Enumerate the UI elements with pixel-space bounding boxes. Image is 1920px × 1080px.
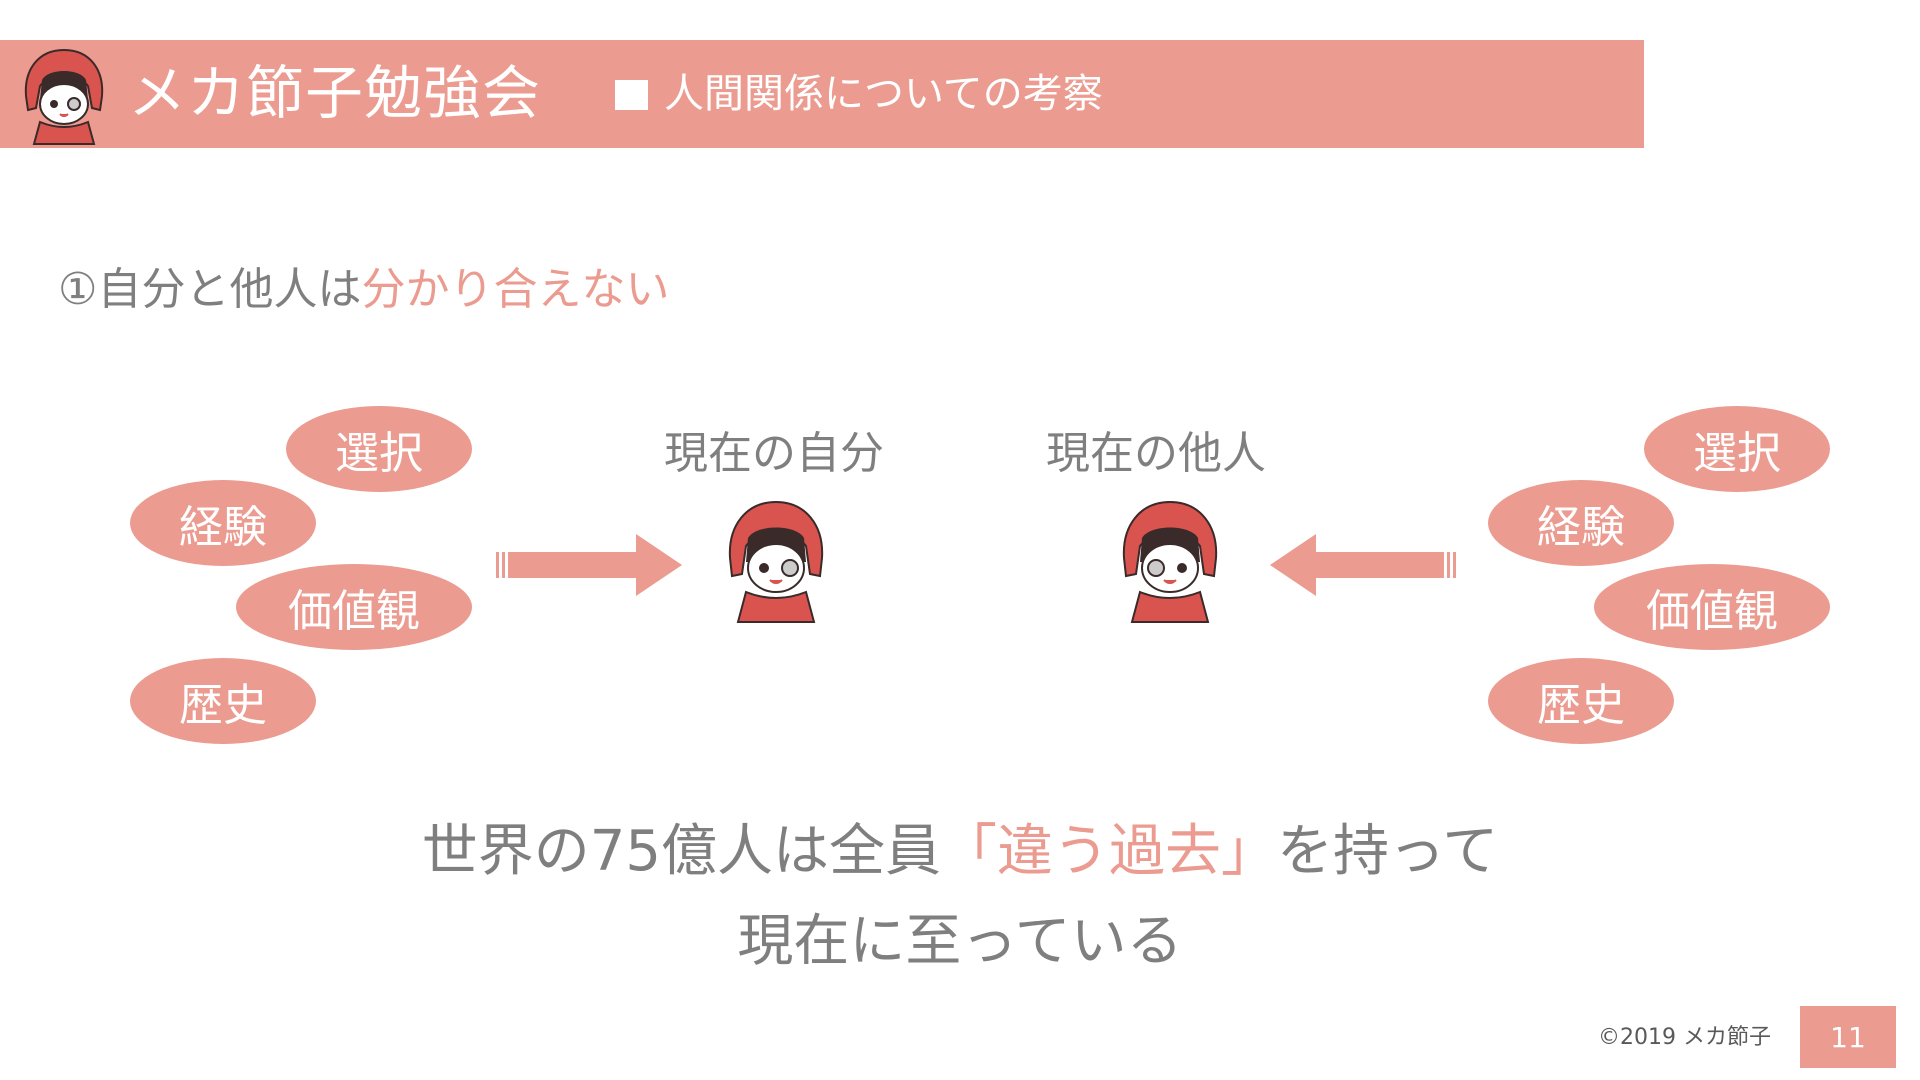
- left-factor-history: 歴史: [130, 658, 316, 744]
- left-factor-values: 価値観: [236, 564, 472, 650]
- section-number: ①: [58, 264, 98, 315]
- other-label: 現在の他人: [1046, 428, 1266, 479]
- copyright: ©2019 メカ節子: [1598, 1025, 1771, 1050]
- brand-title: メカ節子勉強会: [128, 59, 542, 127]
- slide-subtitle: 人間関係についての考察: [664, 71, 1103, 117]
- summary-line-1-accent: 「違う過去」: [941, 819, 1278, 884]
- mascot-avatar-icon: [24, 48, 104, 145]
- other-mascot-icon: [1122, 500, 1218, 623]
- right-factor-history: 歴史: [1488, 658, 1674, 744]
- header-bar: [0, 40, 1644, 148]
- left-factor-experience: 経験: [130, 480, 316, 566]
- arrow-left-icon: [1270, 534, 1456, 596]
- summary-line-2: 現在に至っている: [737, 909, 1183, 974]
- self-label: 現在の自分: [664, 428, 884, 479]
- right-factor-choice: 選択: [1644, 406, 1830, 492]
- right-factor-experience: 経験: [1488, 480, 1674, 566]
- left-factor-choice: 選択: [286, 406, 472, 492]
- section-heading: ①自分と他人は分かり合えない: [58, 260, 669, 320]
- summary-line-1: 世界の75億人は全員「違う過去」を持って: [0, 812, 1920, 892]
- section-heading-plain: 自分と他人は: [97, 264, 362, 315]
- section-heading-accent: 分かり合えない: [361, 264, 670, 315]
- summary-line-1-after: を持って: [1277, 819, 1499, 884]
- right-factor-values: 価値観: [1594, 564, 1830, 650]
- self-mascot-icon: [728, 500, 824, 623]
- bullet-square-icon: [615, 80, 648, 110]
- summary-line-1-before: 世界の75億人は全員: [421, 819, 942, 884]
- arrow-right-icon: [496, 534, 682, 596]
- page-number: 11: [1800, 1006, 1896, 1068]
